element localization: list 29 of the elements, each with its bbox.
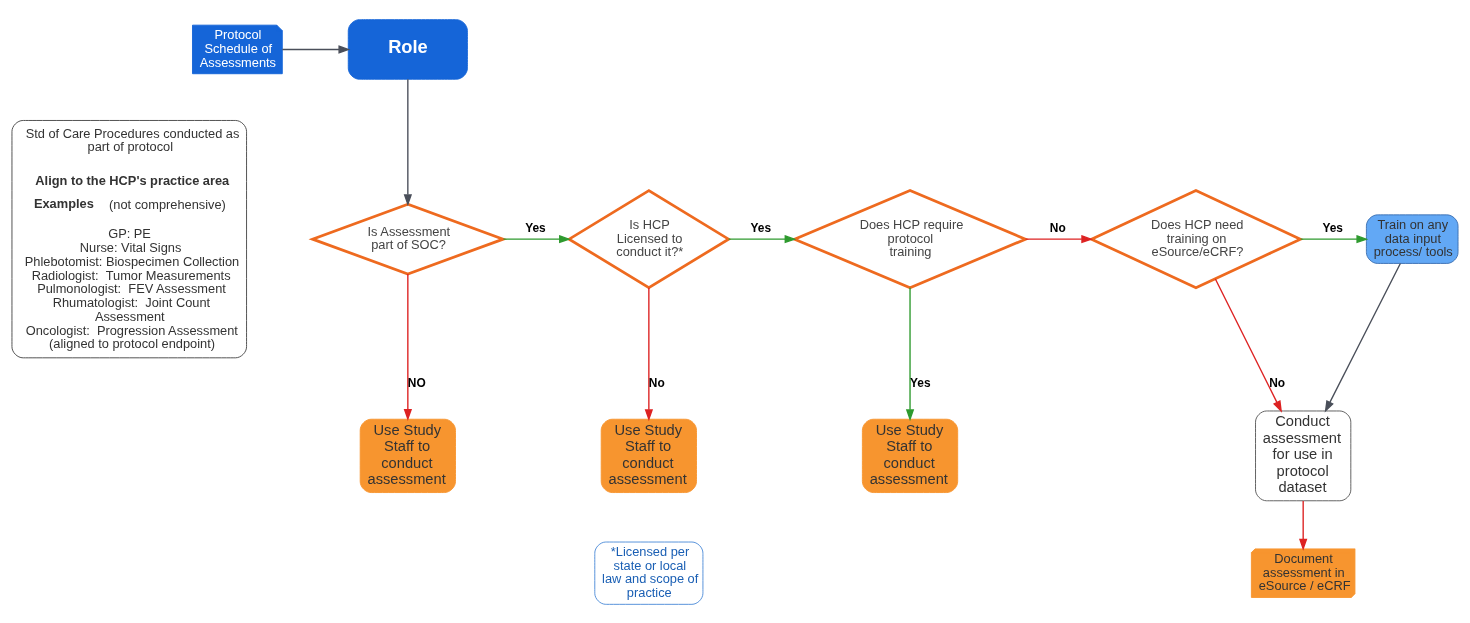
node-box: Use Study Staff to conduct assessment (861, 418, 959, 493)
node-box: *Licensed per state or local law and scope of practice (594, 541, 704, 605)
edge-label: Yes (1322, 220, 1343, 235)
node-diamond: Is HCP Licensed to conduct it?* (566, 188, 732, 289)
arrow (1299, 499, 1308, 551)
arrow (727, 234, 797, 243)
edge-label: NO (407, 375, 426, 390)
node-box: Conduct assessment for use in protocol dataset (1255, 410, 1352, 501)
arrow (1024, 234, 1094, 243)
arrow (403, 78, 412, 206)
edge-label: Yes (525, 220, 546, 235)
node-box: Role (347, 18, 468, 80)
node-box: Use Study Staff to conduct assessment (359, 418, 456, 493)
node-diamond: Does HCP need training on eSource/eCRF? (1088, 188, 1304, 289)
node-box: Train on any data input process/ tools (1365, 213, 1459, 264)
edge-label: Yes (750, 220, 772, 235)
arrow (281, 44, 351, 54)
node-box: Std of Care Procedures conducted as part of protocol Align to the HCP's practice area Examples (not comprehensive) GP: PE Nurse: Vital Signs Phlebotomist: Biospecimen Collection Radiologist: Tumor Measurements Pulmonologist: FEV Assessment Rhumatologist: Joint Count Assessment Oncologist: Progression Assessment (aligned to protocol endpoint) (11, 119, 247, 358)
edge-label: No (1269, 375, 1286, 390)
arrow (644, 286, 654, 421)
arrow (1214, 277, 1283, 413)
arrow (1299, 234, 1369, 243)
arrow (403, 272, 412, 421)
arrow (1324, 262, 1402, 413)
edge-label: No (648, 375, 665, 390)
edge-label: No (1049, 220, 1066, 235)
node-box: Use Study Staff to conduct assessment (600, 418, 697, 493)
arrow (502, 234, 571, 243)
arrow (905, 286, 915, 421)
